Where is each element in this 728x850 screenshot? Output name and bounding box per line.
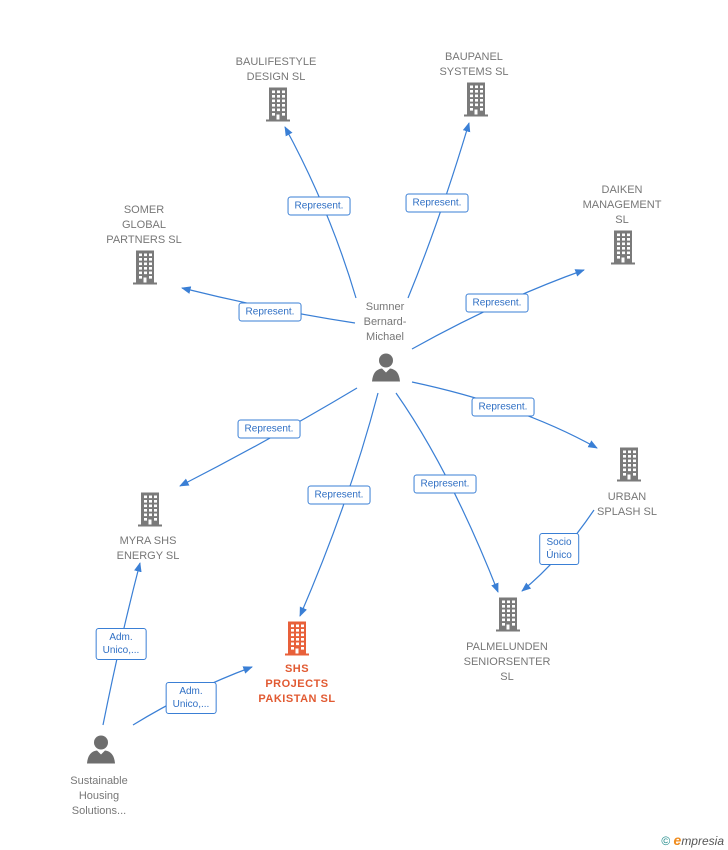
building-icon bbox=[285, 621, 309, 656]
edge-label-line: Adm. bbox=[179, 686, 203, 697]
node-label-line: BAULIFESTYLE bbox=[235, 56, 317, 68]
building-icon bbox=[496, 597, 520, 632]
node-label-line: URBAN bbox=[607, 491, 647, 503]
node-shs[interactable] bbox=[282, 621, 312, 662]
node-urban[interactable] bbox=[614, 447, 644, 488]
building-icon bbox=[611, 230, 635, 265]
node-label-line: ENERGY SL bbox=[116, 550, 180, 562]
node-label-baulifestyle[interactable]: BAULIFESTYLE DESIGN SL bbox=[236, 55, 317, 85]
edge-label-sumner-to-daiken[interactable]: Represent. bbox=[465, 293, 529, 313]
edge-label-line: Adm. bbox=[109, 632, 133, 643]
edge-label-line: Represent. bbox=[294, 200, 344, 212]
edge-label-line: Unico,... bbox=[102, 645, 140, 656]
node-palmelunden[interactable] bbox=[493, 597, 523, 638]
building-icon bbox=[617, 447, 641, 482]
brand-rest: mpresia bbox=[681, 834, 724, 848]
node-baupanel[interactable] bbox=[461, 82, 491, 123]
edge-label-sumner-to-shs[interactable]: Represent. bbox=[307, 485, 371, 505]
node-label-shs[interactable]: SHS PROJECTS PAKISTAN SL bbox=[258, 662, 335, 707]
node-label-line: Sumner bbox=[365, 301, 405, 313]
node-label-line: Bernard- bbox=[363, 316, 407, 328]
edge-label-line: Represent. bbox=[412, 197, 462, 209]
edge-label-line: Represent. bbox=[314, 489, 364, 501]
edge-label-line: Represent. bbox=[420, 478, 470, 490]
node-sustainable[interactable] bbox=[85, 735, 117, 770]
edge-label-sustainable-to-shs[interactable]: Adm. Unico,... bbox=[165, 682, 217, 714]
node-label-line: BAUPANEL bbox=[445, 51, 503, 63]
building-icon bbox=[133, 250, 157, 285]
node-label-line: DESIGN SL bbox=[246, 71, 306, 83]
node-label-line: PAKISTAN SL bbox=[258, 693, 336, 705]
node-label-daiken[interactable]: DAIKEN MANAGEMENT SL bbox=[583, 183, 662, 228]
edge-label-sumner-to-somer[interactable]: Represent. bbox=[238, 302, 302, 322]
node-label-somer[interactable]: SOMER GLOBAL PARTNERS SL bbox=[106, 203, 181, 248]
building-icon bbox=[464, 82, 488, 117]
node-label-line: MANAGEMENT bbox=[582, 199, 662, 211]
edge-label-line: Unico,... bbox=[172, 699, 210, 710]
empresia-logo: © empresia bbox=[661, 832, 724, 848]
node-label-palmelunden[interactable]: PALMELUNDEN SENIORSENTER SL bbox=[464, 640, 551, 685]
node-somer[interactable] bbox=[130, 250, 160, 291]
node-label-line: SYSTEMS SL bbox=[439, 66, 509, 78]
node-label-line: SL bbox=[615, 214, 629, 226]
node-label-line: SHS bbox=[284, 663, 310, 675]
node-label-baupanel[interactable]: BAUPANEL SYSTEMS SL bbox=[439, 50, 508, 80]
node-label-line: SOMER bbox=[123, 204, 165, 216]
brand-initial: e bbox=[673, 832, 682, 848]
edge-label-sumner-to-baulifestyle[interactable]: Represent. bbox=[287, 196, 351, 216]
edge-label-sumner-to-myra[interactable]: Represent. bbox=[237, 419, 301, 439]
edge-label-line: Represent. bbox=[245, 306, 295, 318]
node-label-line: PARTNERS SL bbox=[106, 234, 182, 246]
node-label-line: SL bbox=[500, 671, 514, 683]
node-label-line: SPLASH SL bbox=[597, 506, 657, 518]
node-label-line: Housing bbox=[78, 790, 120, 802]
node-label-line: GLOBAL bbox=[121, 219, 167, 231]
node-label-line: DAIKEN bbox=[601, 184, 643, 196]
edge-label-line: Único bbox=[546, 550, 572, 561]
person-icon bbox=[372, 353, 400, 382]
edge-sumner-to-baupanel bbox=[407, 122, 471, 299]
node-label-line: Sustainable bbox=[70, 775, 128, 787]
building-icon bbox=[138, 492, 162, 527]
node-label-line: Michael bbox=[366, 331, 404, 343]
person-icon bbox=[87, 735, 115, 764]
node-label-urban[interactable]: URBAN SPLASH SL bbox=[597, 490, 657, 520]
copyright-symbol: © bbox=[661, 834, 671, 848]
node-label-line: PROJECTS bbox=[265, 678, 329, 690]
node-label-line: Solutions... bbox=[71, 805, 127, 817]
edge-label-line: Represent. bbox=[244, 423, 294, 435]
edge-label-line: Socio bbox=[546, 537, 572, 548]
node-label-line: PALMELUNDEN bbox=[466, 641, 548, 653]
edge-label-line: Represent. bbox=[478, 401, 528, 413]
edge-label-sumner-to-baupanel[interactable]: Represent. bbox=[405, 193, 469, 213]
edge-label-line: Represent. bbox=[472, 297, 522, 309]
edge-label-sumner-to-palmelunden[interactable]: Represent. bbox=[413, 474, 477, 494]
node-myra[interactable] bbox=[135, 492, 165, 533]
node-label-myra[interactable]: MYRA SHS ENERGY SL bbox=[117, 534, 180, 564]
edge-sumner-to-shs bbox=[299, 392, 379, 617]
node-label-line: SENIORSENTER bbox=[463, 656, 551, 668]
node-label-line: MYRA SHS bbox=[119, 535, 177, 547]
building-icon bbox=[266, 87, 290, 122]
node-daiken[interactable] bbox=[608, 230, 638, 271]
node-baulifestyle[interactable] bbox=[263, 87, 293, 128]
edge-label-sustainable-to-myra[interactable]: Adm. Unico,... bbox=[95, 628, 147, 660]
edge-label-sumner-to-urban[interactable]: Represent. bbox=[471, 397, 535, 417]
node-sumner[interactable] bbox=[370, 353, 402, 388]
